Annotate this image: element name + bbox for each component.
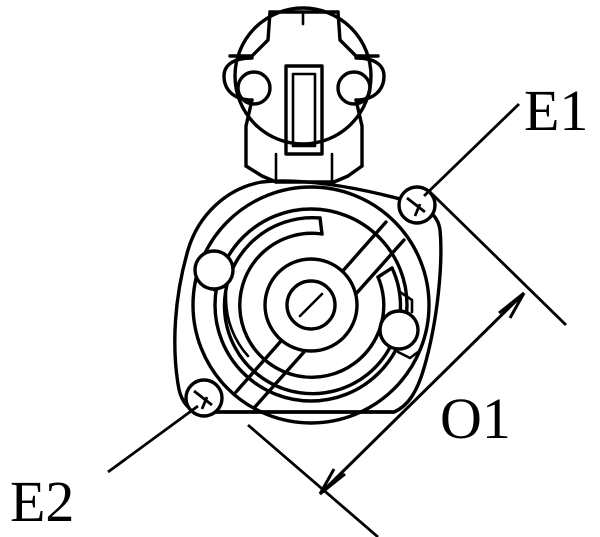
label-o1: O1 bbox=[440, 386, 511, 451]
dimension-o1 bbox=[247, 188, 567, 537]
solenoid-left-bolt-hole bbox=[236, 70, 272, 106]
dimension-arrowhead-upper bbox=[498, 291, 526, 319]
solenoid-left-shoulder bbox=[228, 10, 272, 58]
mounting-hole-lower-left-thread-mark bbox=[193, 389, 213, 407]
label-e1: E1 bbox=[524, 78, 588, 143]
solenoid-right-wall bbox=[354, 98, 364, 168]
solenoid-terminal-window-outer bbox=[284, 64, 324, 156]
leader-lines bbox=[107, 102, 520, 474]
pinion-c-ring-cap-a bbox=[376, 266, 394, 279]
leader-line-e2 bbox=[107, 404, 199, 474]
pinion-shaft-screw-slot bbox=[298, 292, 324, 318]
solenoid-right-lug bbox=[354, 56, 386, 102]
mounting-hole-lower-left-tick bbox=[200, 396, 209, 410]
housing-left-step-detail bbox=[224, 284, 250, 358]
drive-end-housing bbox=[173, 179, 443, 425]
mounting-hole-right bbox=[378, 309, 420, 351]
mounting-hole-upper-right-thread-mark bbox=[406, 196, 426, 214]
pinion-c-ring-inner bbox=[238, 231, 386, 379]
housing-right-lower-step bbox=[396, 350, 420, 360]
dimension-line-o1 bbox=[318, 291, 526, 496]
solenoid-left-lug bbox=[222, 56, 254, 102]
solenoid-left-wall bbox=[244, 98, 254, 168]
label-e2: E2 bbox=[10, 469, 74, 534]
leader-line-e1 bbox=[423, 102, 520, 198]
solenoid-outer-circle bbox=[233, 6, 373, 146]
solenoid-neck-right bbox=[332, 164, 364, 184]
dimension-extension-line-lower bbox=[247, 423, 379, 537]
dimension-arrowhead-lower bbox=[318, 468, 346, 496]
solenoid-right-shoulder bbox=[336, 10, 380, 58]
pinion-c-ring-cap-b bbox=[318, 216, 324, 236]
pinion-outer-ring bbox=[191, 185, 431, 425]
solenoid-terminal-window-inner bbox=[291, 72, 317, 148]
solenoid-housing bbox=[222, 6, 386, 184]
mounting-hole-upper-right-tick bbox=[413, 203, 422, 217]
housing-right-step-detail bbox=[398, 290, 414, 314]
solenoid-right-bolt-hole bbox=[336, 70, 372, 106]
dimension-extension-line-upper bbox=[427, 188, 567, 327]
pinion-second-ring bbox=[213, 207, 409, 403]
mounting-hole-left bbox=[193, 249, 235, 291]
